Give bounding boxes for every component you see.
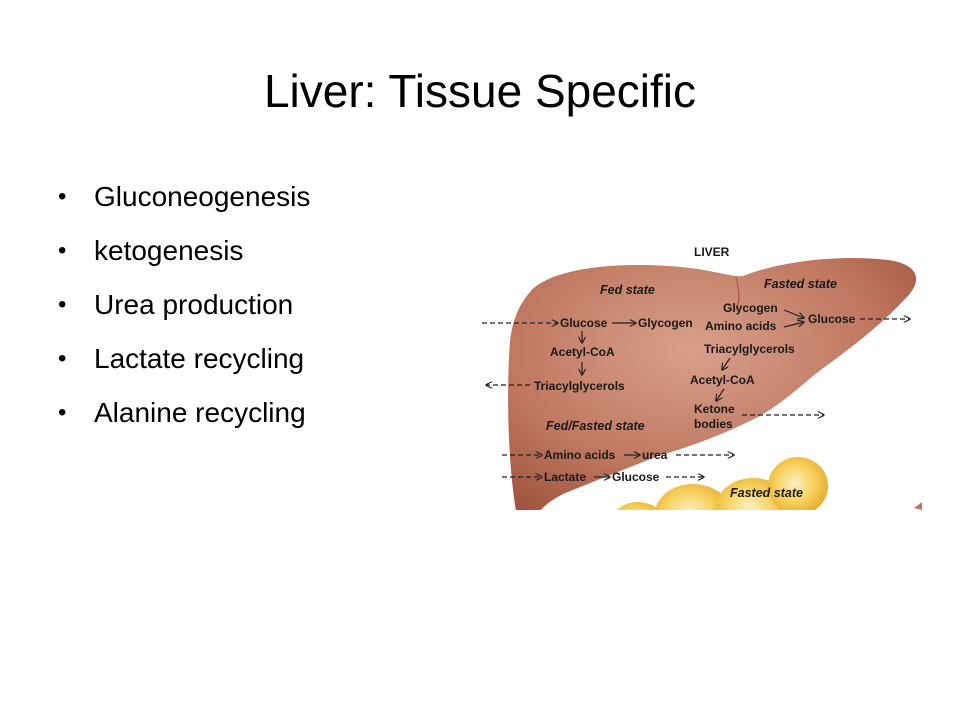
bullet-item: • Lactate recycling [58,337,478,391]
both-lactate: Lactate [544,470,586,484]
bullet-text: Urea production [94,289,294,320]
both-amino-acids: Amino acids [544,448,616,462]
liver-label: LIVER [694,245,730,259]
fasted-triacylglycerols: Triacylglycerols [704,342,795,356]
fed-acetyl-coa: Acetyl-CoA [550,345,615,359]
bullet-list: • Gluconeogenesis • ketogenesis • Urea prod… [58,175,478,445]
bullet-text: Lactate recycling [94,343,305,374]
adipose-cells [617,457,922,510]
adipose-fasted-label: Fasted state [730,486,803,500]
fasted-bodies: bodies [694,417,733,431]
bullet-text: Alanine recycling [94,397,306,428]
bullet-dot: • [58,399,67,426]
bullet-item: • Gluconeogenesis [58,175,478,229]
both-glucose: Glucose [612,470,660,484]
fed-fasted-state-label: Fed/Fasted state [546,419,645,433]
fasted-acetyl-coa: Acetyl-CoA [690,373,755,387]
slide-title: Liver: Tissue Specific [263,65,697,117]
fasted-glucose: Glucose [808,312,856,326]
bullet-dot: • [58,345,67,372]
bullet-item: • ketogenesis [58,229,478,283]
fasted-amino-acids: Amino acids [705,319,777,333]
bullet-text: Gluconeogenesis [94,181,311,212]
liver-metabolism-figure: LIVER Fed state Fasted state Glucose Gly… [478,232,922,510]
fed-state-label: Fed state [600,283,655,297]
bullet-dot: • [58,291,67,318]
bullet-dot: • [58,183,67,210]
bullet-text: ketogenesis [94,235,244,266]
bullet-item: • Urea production [58,283,478,337]
bullet-item: • Alanine recycling [58,391,478,445]
bullet-dot: • [58,237,67,264]
both-urea: urea [642,448,668,462]
fasted-glycogen: Glycogen [723,301,778,315]
fasted-ketone: Ketone [694,402,735,416]
fed-glycogen: Glycogen [638,316,693,330]
fed-glucose: Glucose [560,316,608,330]
fasted-state-label: Fasted state [764,277,837,291]
liver-shape [508,257,916,510]
fed-triacylglycerols: Triacylglycerols [534,379,625,393]
